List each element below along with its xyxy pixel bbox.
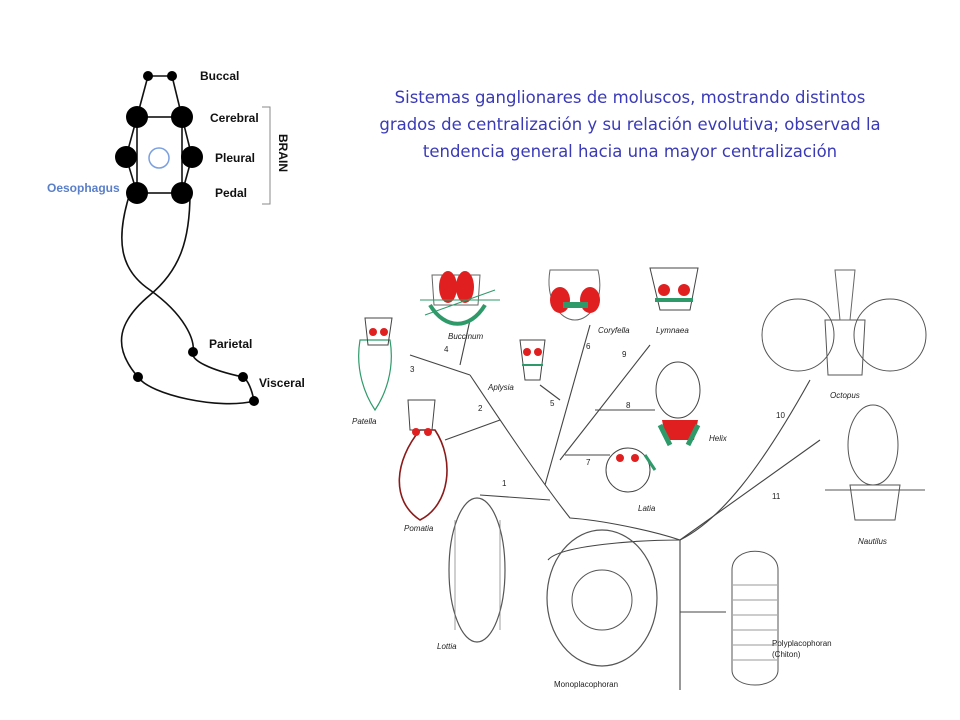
taxon-label: Lymnaea bbox=[656, 326, 689, 335]
phylogeny-tree bbox=[409, 319, 821, 690]
taxon-label: Coryfella bbox=[598, 326, 630, 335]
taxon-label: Latia bbox=[638, 504, 656, 513]
chiton-figure bbox=[731, 550, 779, 686]
pomatia-figure bbox=[398, 399, 448, 521]
nautilus-figure bbox=[825, 404, 925, 521]
coryfella-figure bbox=[548, 269, 601, 321]
parietal-ganglion bbox=[188, 347, 198, 357]
taxon-label: Aplysia bbox=[487, 383, 514, 392]
figure-caption: Sistemas ganglionares de moluscos, mostr… bbox=[379, 88, 881, 161]
pleural-ganglion bbox=[181, 146, 203, 168]
pedal-ganglion bbox=[126, 182, 148, 204]
taxon-label: Polyplacophoran bbox=[772, 639, 832, 648]
latia-figure bbox=[605, 447, 657, 493]
taxon-label: Octopus bbox=[830, 391, 860, 400]
buccal-ganglion bbox=[167, 71, 177, 81]
pedal-ganglion bbox=[171, 182, 193, 204]
taxon-label: Nautilus bbox=[858, 537, 887, 546]
patella-figure bbox=[358, 317, 393, 412]
oesophagus-label: Oesophagus bbox=[47, 181, 120, 195]
visceral-ganglion bbox=[238, 372, 248, 382]
lymnaea-figure bbox=[649, 267, 699, 311]
visceral-label: Visceral bbox=[259, 376, 305, 390]
cerebral-ganglion bbox=[171, 106, 193, 128]
pleural-label: Pleural bbox=[215, 151, 256, 165]
branch-number: 11 bbox=[772, 492, 781, 501]
taxon-label: Helix bbox=[709, 434, 728, 443]
taxon-label: (Chiton) bbox=[772, 650, 801, 659]
branch-number: 3 bbox=[410, 365, 415, 374]
visceral-ganglion bbox=[249, 396, 259, 406]
monoplacophoran-figure bbox=[546, 529, 658, 667]
branch-number: 8 bbox=[626, 401, 631, 410]
buccal-ganglion bbox=[143, 71, 153, 81]
taxon-label: Lottia bbox=[437, 642, 457, 651]
octopus-figure bbox=[761, 269, 927, 376]
taxon-label: Buccinum bbox=[448, 332, 483, 341]
parietal-label: Parietal bbox=[209, 337, 253, 351]
branch-number: 10 bbox=[776, 411, 785, 420]
buccal-label: Buccal bbox=[200, 69, 240, 83]
branch-number: 9 bbox=[622, 350, 627, 359]
oesophagus-circle bbox=[148, 147, 170, 169]
parietal-ganglion bbox=[133, 372, 143, 382]
brain-label: BRAIN bbox=[276, 134, 290, 172]
aplysia-figure bbox=[519, 339, 546, 381]
taxon-label: Pomatia bbox=[404, 524, 434, 533]
cerebral-ganglion bbox=[126, 106, 148, 128]
pedal-label: Pedal bbox=[215, 186, 248, 200]
buccinum-figure bbox=[420, 271, 500, 326]
taxon-label: Patella bbox=[352, 417, 377, 426]
lottia-figure bbox=[448, 497, 506, 643]
branch-number: 5 bbox=[550, 399, 555, 408]
branch-number: 7 bbox=[586, 458, 591, 467]
cerebral-label: Cerebral bbox=[210, 111, 259, 125]
taxon-label: Monoplacophoran bbox=[554, 680, 618, 689]
branch-number: 4 bbox=[444, 345, 449, 354]
pleural-ganglion bbox=[115, 146, 137, 168]
branch-number: 2 bbox=[478, 404, 483, 413]
helix-figure bbox=[655, 361, 701, 447]
branch-number: 6 bbox=[586, 342, 591, 351]
branch-number: 1 bbox=[502, 479, 507, 488]
